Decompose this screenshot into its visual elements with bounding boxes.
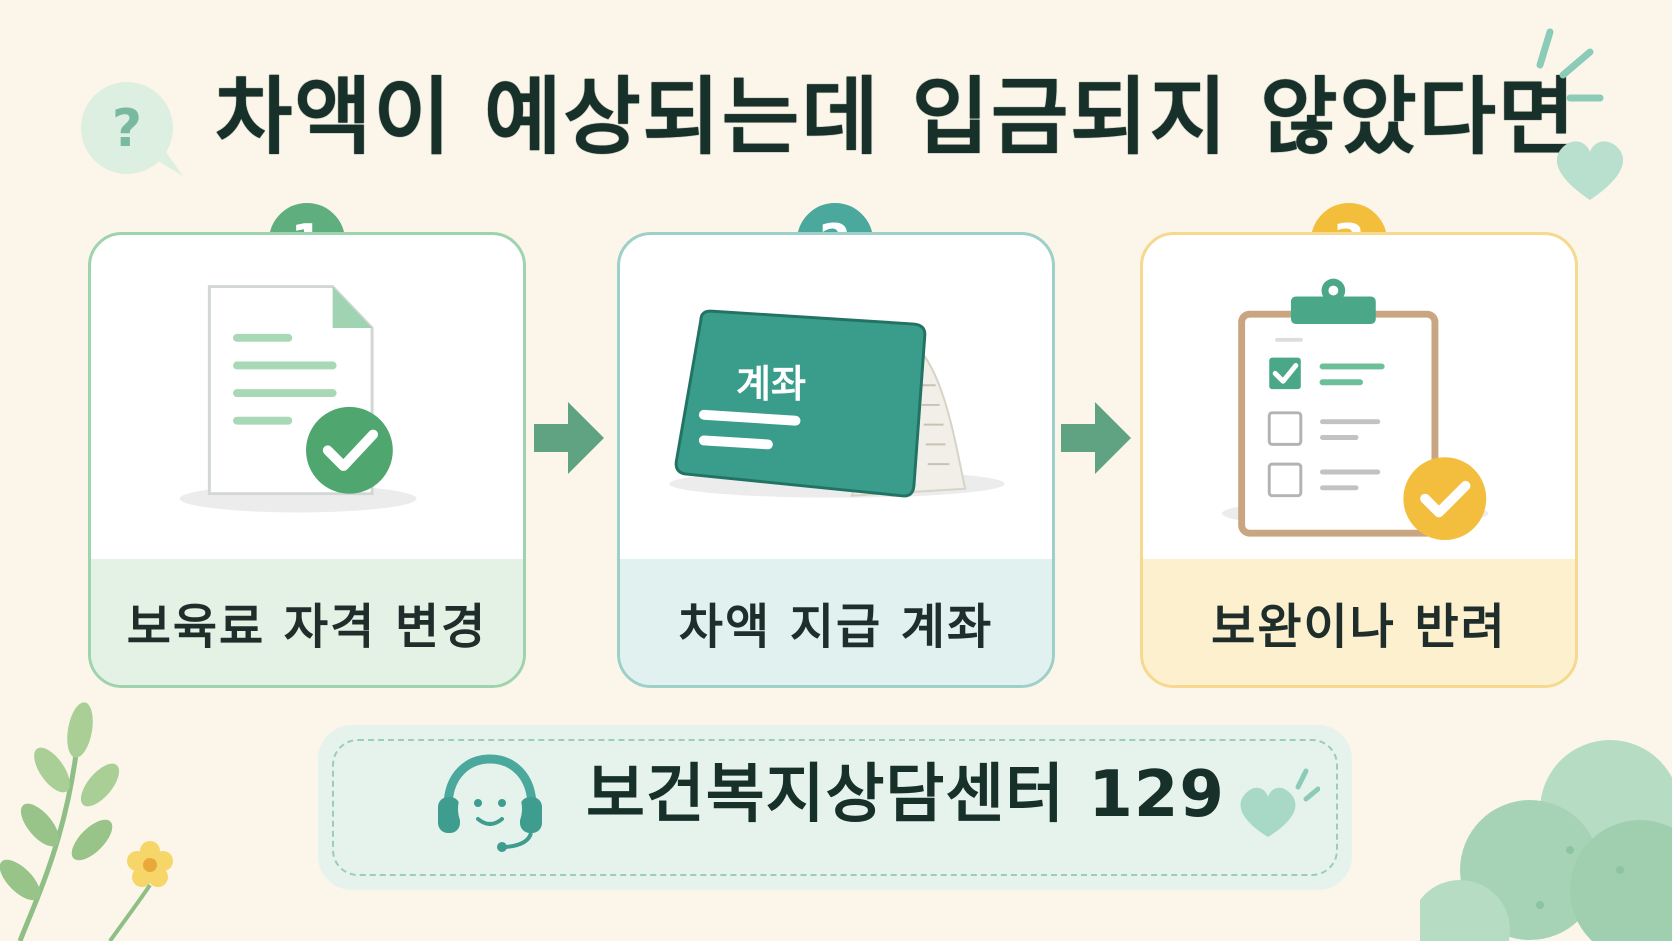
document-check-icon [179, 285, 417, 513]
step-3-label: 보완이나 반려 [1143, 559, 1575, 685]
arrow-right-icon [1061, 402, 1131, 474]
contact-text: 보건복지상담센터 129 [586, 758, 1225, 832]
step-3-card: 보완이나 반려 [1140, 232, 1578, 688]
page-title: 차액이 예상되는데 입금되지 않았다면 [215, 68, 1578, 166]
heart-icon [1536, 28, 1624, 200]
step-1-card: 보육료 자격 변경 [88, 232, 526, 688]
bankbook-label: 계좌 [736, 362, 806, 406]
clipboard-checklist-icon [1221, 278, 1489, 541]
bankbook-icon [669, 309, 1005, 498]
step-1-label: 보육료 자격 변경 [91, 559, 523, 685]
bush-decoration [1420, 740, 1672, 941]
plant-decoration [0, 702, 173, 941]
heart-icon [1240, 768, 1320, 837]
step-2-card: 계좌 차액 지급 계좌 [617, 232, 1055, 688]
headset-icon [438, 754, 542, 852]
svg-text:?: ? [112, 99, 142, 159]
arrow-right-icon [534, 402, 604, 474]
step-2-label: 차액 지급 계좌 [620, 559, 1052, 685]
contact-banner: 보건복지상담센터 129 [318, 725, 1352, 890]
question-bubble-icon: ? [81, 82, 183, 176]
